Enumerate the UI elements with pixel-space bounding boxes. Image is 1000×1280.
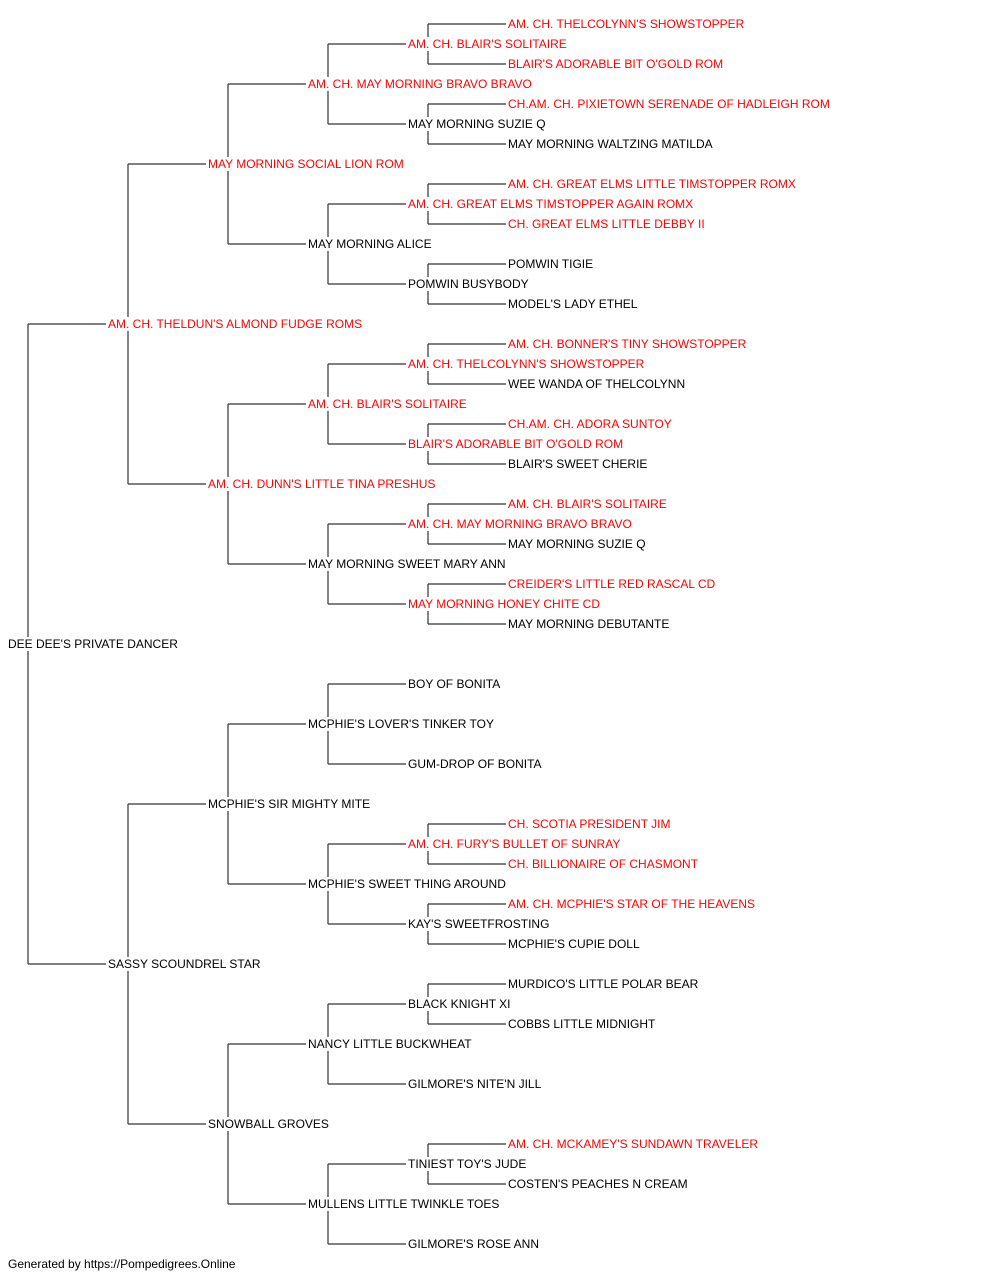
great-grandparent-dam: MCPHIE'S SWEET THING AROUND bbox=[307, 877, 507, 891]
great-great-grandparent-dam: CH. BILLIONAIRE OF CHASMONT bbox=[507, 857, 700, 871]
great-great-grandparent-sire: AM. CH. BLAIR'S SOLITAIRE bbox=[407, 37, 568, 51]
great-great-grandparent-dam: COSTEN'S PEACHES N CREAM bbox=[507, 1177, 689, 1191]
great-great-grandparent-dam: BLAIR'S ADORABLE BIT O'GOLD ROM bbox=[407, 437, 625, 451]
great-grandparent-sire: NANCY LITTLE BUCKWHEAT bbox=[307, 1037, 473, 1051]
great-great-grandparent-sire: AM. CH. GREAT ELMS TIMSTOPPER AGAIN ROMX bbox=[407, 197, 695, 211]
great-great-grandparent-sire: AM. CH. GREAT ELMS LITTLE TIMSTOPPER ROM… bbox=[507, 177, 797, 191]
great-great-grandparent-dam: GILMORE'S NITE'N JILL bbox=[407, 1077, 543, 1091]
great-great-grandparent-sire: CH. SCOTIA PRESIDENT JIM bbox=[507, 817, 672, 831]
parent-sire: AM. CH. THELDUN'S ALMOND FUDGE ROMS bbox=[107, 317, 364, 331]
great-grandparent-sire: AM. CH. BLAIR'S SOLITAIRE bbox=[307, 397, 468, 411]
great-great-grandparent-dam: MAY MORNING SUZIE Q bbox=[407, 117, 547, 131]
great-great-grandparent-dam: MAY MORNING DEBUTANTE bbox=[507, 617, 671, 631]
great-great-grandparent-dam: POMWIN BUSYBODY bbox=[407, 277, 530, 291]
grandparent-sire: MCPHIE'S SIR MIGHTY MITE bbox=[207, 797, 372, 811]
great-great-grandparent-dam: COBBS LITTLE MIDNIGHT bbox=[507, 1017, 657, 1031]
great-great-grandparent-dam: MAY MORNING SUZIE Q bbox=[507, 537, 647, 551]
great-great-grandparent-dam: WEE WANDA OF THELCOLYNN bbox=[507, 377, 687, 391]
great-great-grandparent-sire: CH.AM. CH. ADORA SUNTOY bbox=[507, 417, 673, 431]
great-great-grandparent-sire: AM. CH. MCPHIE'S STAR OF THE HEAVENS bbox=[507, 897, 756, 911]
great-great-grandparent-dam: MAY MORNING HONEY CHITE CD bbox=[407, 597, 602, 611]
great-great-grandparent-dam: CH. GREAT ELMS LITTLE DEBBY II bbox=[507, 217, 706, 231]
grandparent-dam: SNOWBALL GROVES bbox=[207, 1117, 330, 1131]
great-great-grandparent-sire: AM. CH. BONNER'S TINY SHOWSTOPPER bbox=[507, 337, 748, 351]
great-great-grandparent-sire: CREIDER'S LITTLE RED RASCAL CD bbox=[507, 577, 717, 591]
great-grandparent-sire: AM. CH. MAY MORNING BRAVO BRAVO bbox=[307, 77, 533, 91]
grandparent-sire: MAY MORNING SOCIAL LION ROM bbox=[207, 157, 405, 171]
great-great-grandparent-sire: MURDICO'S LITTLE POLAR BEAR bbox=[507, 977, 700, 991]
great-grandparent-sire: MCPHIE'S LOVER'S TINKER TOY bbox=[307, 717, 495, 731]
great-grandparent-dam: MAY MORNING SWEET MARY ANN bbox=[307, 557, 507, 571]
great-great-grandparent-sire: BLACK KNIGHT XI bbox=[407, 997, 512, 1011]
grandparent-dam: AM. CH. DUNN'S LITTLE TINA PRESHUS bbox=[207, 477, 437, 491]
great-great-grandparent-sire: AM. CH. THELCOLYNN'S SHOWSTOPPER bbox=[407, 357, 646, 371]
great-great-grandparent-sire: POMWIN TIGIE bbox=[507, 257, 595, 271]
great-grandparent-dam: MULLENS LITTLE TWINKLE TOES bbox=[307, 1197, 501, 1211]
great-grandparent-dam: MAY MORNING ALICE bbox=[307, 237, 433, 251]
great-great-grandparent-dam: MODEL'S LADY ETHEL bbox=[507, 297, 639, 311]
great-great-grandparent-dam: KAY'S SWEETFROSTING bbox=[407, 917, 551, 931]
great-great-grandparent-sire: AM. CH. MAY MORNING BRAVO BRAVO bbox=[407, 517, 633, 531]
great-great-grandparent-dam: MCPHIE'S CUPIE DOLL bbox=[507, 937, 641, 951]
parent-dam: SASSY SCOUNDREL STAR bbox=[107, 957, 262, 971]
great-great-grandparent-dam: GILMORE'S ROSE ANN bbox=[407, 1237, 540, 1251]
subject-name: DEE DEE'S PRIVATE DANCER bbox=[7, 637, 179, 651]
great-great-grandparent-dam: MAY MORNING WALTZING MATILDA bbox=[507, 137, 714, 151]
great-great-grandparent-sire: AM. CH. MCKAMEY'S SUNDAWN TRAVELER bbox=[507, 1137, 760, 1151]
great-great-grandparent-sire: AM. CH. THELCOLYNN'S SHOWSTOPPER bbox=[507, 17, 746, 31]
generated-by-footer: Generated by https://Pompedigrees.Online bbox=[8, 1257, 236, 1271]
great-great-grandparent-sire: TINIEST TOY'S JUDE bbox=[407, 1157, 528, 1171]
great-great-grandparent-dam: GUM-DROP OF BONITA bbox=[407, 757, 543, 771]
great-great-grandparent-sire: BOY OF BONITA bbox=[407, 677, 502, 691]
great-great-grandparent-sire: CH.AM. CH. PIXIETOWN SERENADE OF HADLEIG… bbox=[507, 97, 831, 111]
great-great-grandparent-dam: BLAIR'S SWEET CHERIE bbox=[507, 457, 649, 471]
great-great-grandparent-dam: BLAIR'S ADORABLE BIT O'GOLD ROM bbox=[507, 57, 725, 71]
great-great-grandparent-sire: AM. CH. FURY'S BULLET OF SUNRAY bbox=[407, 837, 622, 851]
great-great-grandparent-sire: AM. CH. BLAIR'S SOLITAIRE bbox=[507, 497, 668, 511]
